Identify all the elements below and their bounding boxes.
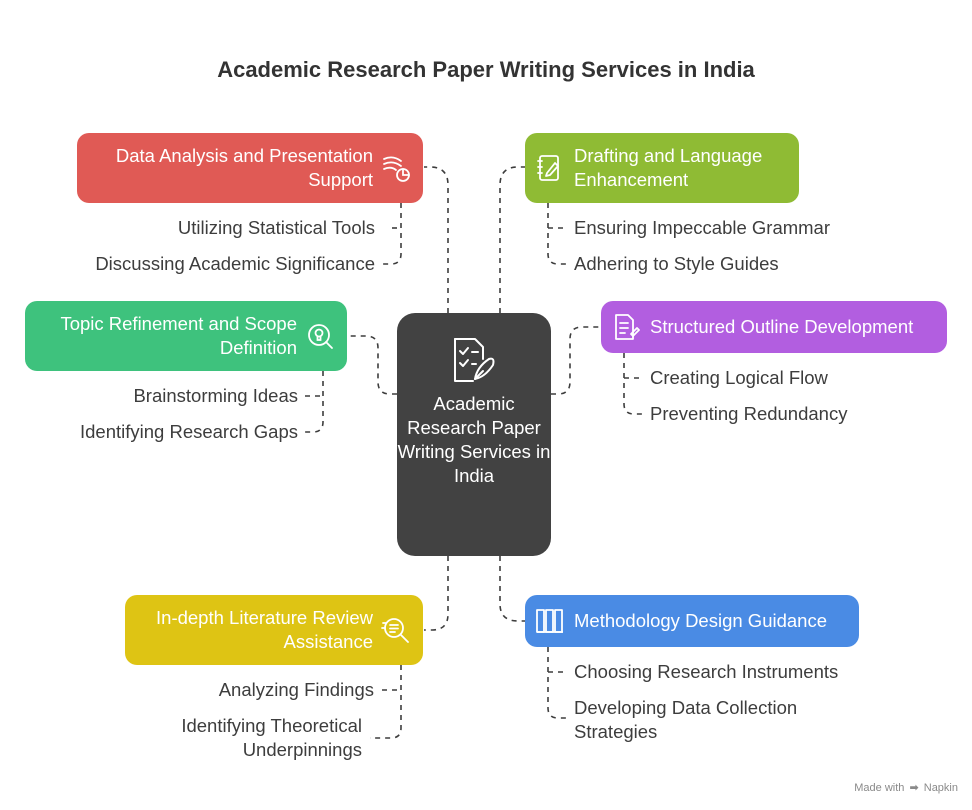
data-chart-icon xyxy=(381,153,411,183)
connector-methodology xyxy=(499,556,526,622)
sub-item: Developing Data Collection Strategies xyxy=(574,697,798,742)
branch-drafting: Drafting and Language Enhancement xyxy=(525,133,799,203)
connector-topic-items xyxy=(305,371,324,433)
branch-label: Drafting and Language Enhancement xyxy=(574,145,763,190)
connector-outline-items xyxy=(623,353,642,415)
magnifier-idea-icon xyxy=(305,321,335,351)
branch-structured-outline: Structured Outline Development xyxy=(601,301,947,353)
sub-item: Identifying Research Gaps xyxy=(79,421,298,442)
brand-name: Napkin xyxy=(923,782,958,794)
columns-icon xyxy=(535,606,565,636)
connector-data-analysis-items xyxy=(382,203,402,265)
branch-label: Data Analysis and Presentation Support xyxy=(115,145,373,190)
sub-item: Identifying Theoretical Underpinnings xyxy=(181,715,362,760)
connector-drafting xyxy=(499,166,526,313)
sub-item: Discussing Academic Significance xyxy=(95,253,375,274)
connector-methodology-items xyxy=(547,647,566,719)
branch-label: Methodology Design Guidance xyxy=(574,610,827,631)
sub-item: Ensuring Impeccable Grammar xyxy=(574,217,831,238)
connector-drafting-items xyxy=(547,203,566,265)
central-topic-label: Academic Research Paper Writing Services… xyxy=(397,393,551,486)
branch-data-analysis: Data Analysis and Presentation Support xyxy=(77,133,423,203)
branch-literature-review: In-depth Literature Review Assistance xyxy=(125,595,423,665)
connector-literature xyxy=(424,556,449,631)
connector-outline xyxy=(551,326,602,395)
connector-data-analysis xyxy=(424,166,449,313)
branch-label: In-depth Literature Review Assistance xyxy=(156,607,373,652)
sub-item: Utilizing Statistical Tools xyxy=(177,217,375,238)
branch-topic-refinement: Topic Refinement and Scope Definition xyxy=(25,301,347,371)
sub-item: Analyzing Findings xyxy=(218,679,374,700)
connector-topic xyxy=(348,335,397,395)
notebook-pen-icon xyxy=(535,153,565,183)
sub-item: Preventing Redundancy xyxy=(650,403,848,424)
diagram-title: Academic Research Paper Writing Services… xyxy=(217,57,755,82)
sub-item: Choosing Research Instruments xyxy=(574,661,839,682)
checklist-pen-icon xyxy=(449,335,499,391)
made-with-text: Made with xyxy=(854,782,905,794)
magnifier-document-icon xyxy=(381,615,411,645)
central-topic: Academic Research Paper Writing Services… xyxy=(397,313,551,556)
branch-label: Topic Refinement and Scope Definition xyxy=(60,313,297,358)
branch-methodology: Methodology Design Guidance xyxy=(525,595,859,647)
outline-list-icon xyxy=(611,312,641,342)
connector-literature-items xyxy=(370,665,402,739)
sub-item: Creating Logical Flow xyxy=(650,367,828,388)
napkin-logo-icon: ➡ xyxy=(909,782,919,794)
sub-item: Adhering to Style Guides xyxy=(574,253,779,274)
sub-item: Brainstorming Ideas xyxy=(133,385,298,406)
made-with-credit: Made with ➡ Napkin xyxy=(854,781,958,794)
branch-label: Structured Outline Development xyxy=(650,316,914,337)
